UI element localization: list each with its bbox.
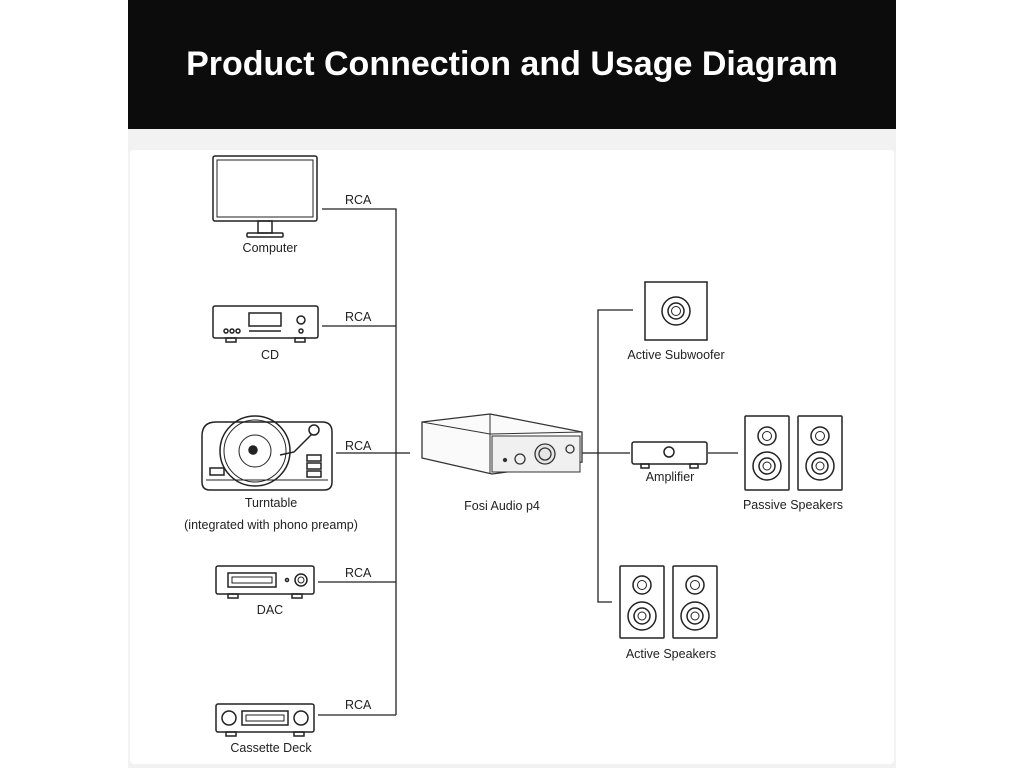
- turntable-icon: [201, 415, 333, 491]
- output-label-active-speakers: Active Speakers: [626, 647, 716, 661]
- source-label-cd: CD: [261, 348, 279, 362]
- rca-label: RCA: [345, 310, 372, 324]
- subwoofer-icon: [644, 281, 708, 341]
- dac-icon: [215, 565, 315, 599]
- trunk-line: [322, 208, 397, 715]
- source-sublabel-turntable: (integrated with phono preamp): [184, 518, 358, 532]
- cd-player-icon: [212, 305, 319, 343]
- amplifier-icon: [631, 441, 708, 469]
- page-title: Product Connection and Usage Diagram: [186, 45, 838, 83]
- source-label-computer: Computer: [243, 241, 298, 255]
- output-trunk: [597, 309, 633, 603]
- passive-speakers-icon: [744, 415, 843, 491]
- rca-label: RCA: [345, 566, 372, 580]
- source-label-turntable: Turntable: [245, 496, 297, 510]
- rca-label: RCA: [345, 439, 372, 453]
- output-label-subwoofer: Active Subwoofer: [627, 348, 724, 362]
- rca-label: RCA: [345, 698, 372, 712]
- cassette-deck-icon: [215, 703, 315, 737]
- preamp-icon: [421, 413, 583, 475]
- output-label-amplifier: Amplifier: [646, 470, 695, 484]
- monitor-icon: [212, 155, 318, 238]
- source-label-dac: DAC: [257, 603, 283, 617]
- hub-label: Fosi Audio p4: [464, 499, 540, 513]
- source-label-cassette: Cassette Deck: [230, 741, 312, 755]
- active-speakers-icon: [619, 565, 718, 639]
- output-label-passive-speakers: Passive Speakers: [743, 498, 843, 512]
- connection-lines: [318, 208, 738, 716]
- header-banner: Product Connection and Usage Diagram: [128, 0, 896, 129]
- rca-label: RCA: [345, 193, 372, 207]
